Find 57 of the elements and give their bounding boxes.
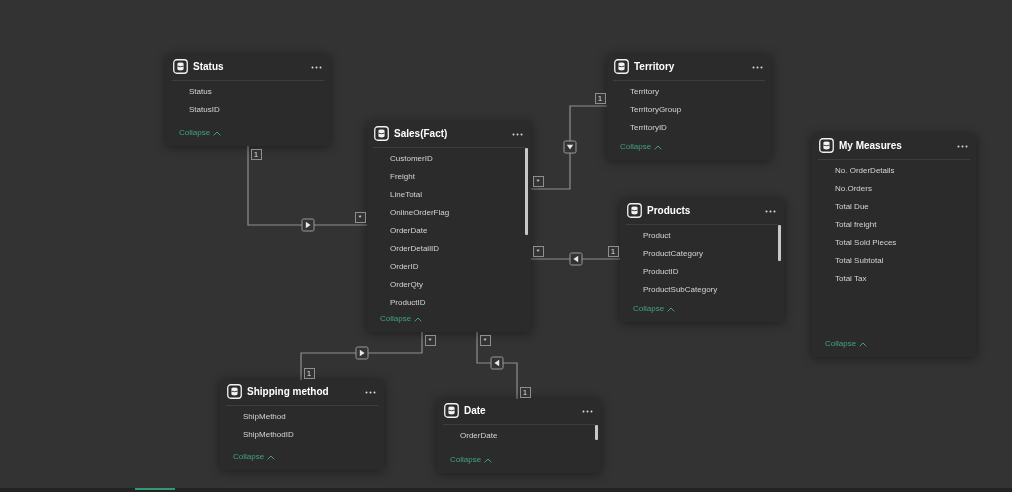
column-name: Total Due: [835, 201, 869, 213]
relationship-line: [530, 105, 608, 190]
collapse-label: Collapse: [179, 127, 211, 139]
column-name: OrderID: [390, 261, 419, 273]
column-name: Product: [643, 230, 671, 242]
column-name: OrderDetailID: [390, 243, 439, 255]
column-name: ProductSubCategory: [643, 284, 718, 296]
table-title: Products: [647, 204, 691, 218]
table-title: Territory: [634, 60, 675, 74]
column-name: Total freight: [835, 219, 877, 231]
collapse-label: Collapse: [380, 313, 412, 325]
cardinality-label: 1: [303, 367, 315, 379]
relationship-line: [300, 331, 423, 381]
collapse-label: Collapse: [450, 454, 482, 466]
column-name: OnlineOrderFlag: [390, 207, 450, 219]
table-title: My Measures: [839, 139, 902, 153]
column-name: ProductID: [643, 266, 679, 278]
cardinality-label: 1: [250, 148, 262, 160]
table-title: Date: [464, 404, 486, 418]
relationship-line: [476, 331, 518, 400]
collapse-label: Collapse: [233, 451, 265, 463]
cardinality-label: 1: [607, 245, 619, 257]
relationship-line: [530, 252, 621, 266]
table-title: Sales(Fact): [394, 127, 448, 141]
cardinality-label: *: [532, 245, 544, 257]
table-title: Status: [193, 60, 224, 74]
cardinality-label: 1: [594, 92, 606, 104]
column-name: No. OrderDetails: [835, 165, 895, 177]
column-name: ShipMethod: [243, 411, 286, 423]
column-name: ShipMethodID: [243, 429, 294, 441]
column-name: Total Sold Pieces: [835, 237, 897, 249]
relationship-line: [247, 145, 368, 232]
column-name: ProductID: [390, 297, 426, 309]
column-name: Freight: [390, 171, 415, 183]
column-name: TerritoryGroup: [630, 104, 682, 116]
cardinality-label: *: [424, 334, 436, 346]
column-name: Territory: [630, 86, 659, 98]
cardinality-label: 1: [519, 386, 531, 398]
table-title: Shipping method: [247, 385, 329, 399]
column-name: LineTotal: [390, 189, 423, 201]
cardinality-label: *: [532, 175, 544, 187]
column-name: No.Orders: [835, 183, 872, 195]
column-name: Total Subtotal: [835, 255, 884, 267]
column-name: OrderDate: [390, 225, 428, 237]
column-name: Total Tax: [835, 273, 867, 285]
column-name: TerritoryID: [630, 122, 667, 134]
column-name: OrderDate: [460, 430, 498, 442]
cardinality-label: *: [479, 334, 491, 346]
collapse-label: Collapse: [633, 303, 665, 315]
column-name: ProductCategory: [643, 248, 704, 260]
column-name: Status: [189, 86, 212, 98]
column-name: CustomerID: [390, 153, 433, 165]
cardinality-label: *: [354, 211, 366, 223]
column-name: StatusID: [189, 104, 220, 116]
collapse-label: Collapse: [620, 141, 652, 153]
column-name: OrderQty: [390, 279, 423, 291]
collapse-label: Collapse: [825, 338, 857, 350]
